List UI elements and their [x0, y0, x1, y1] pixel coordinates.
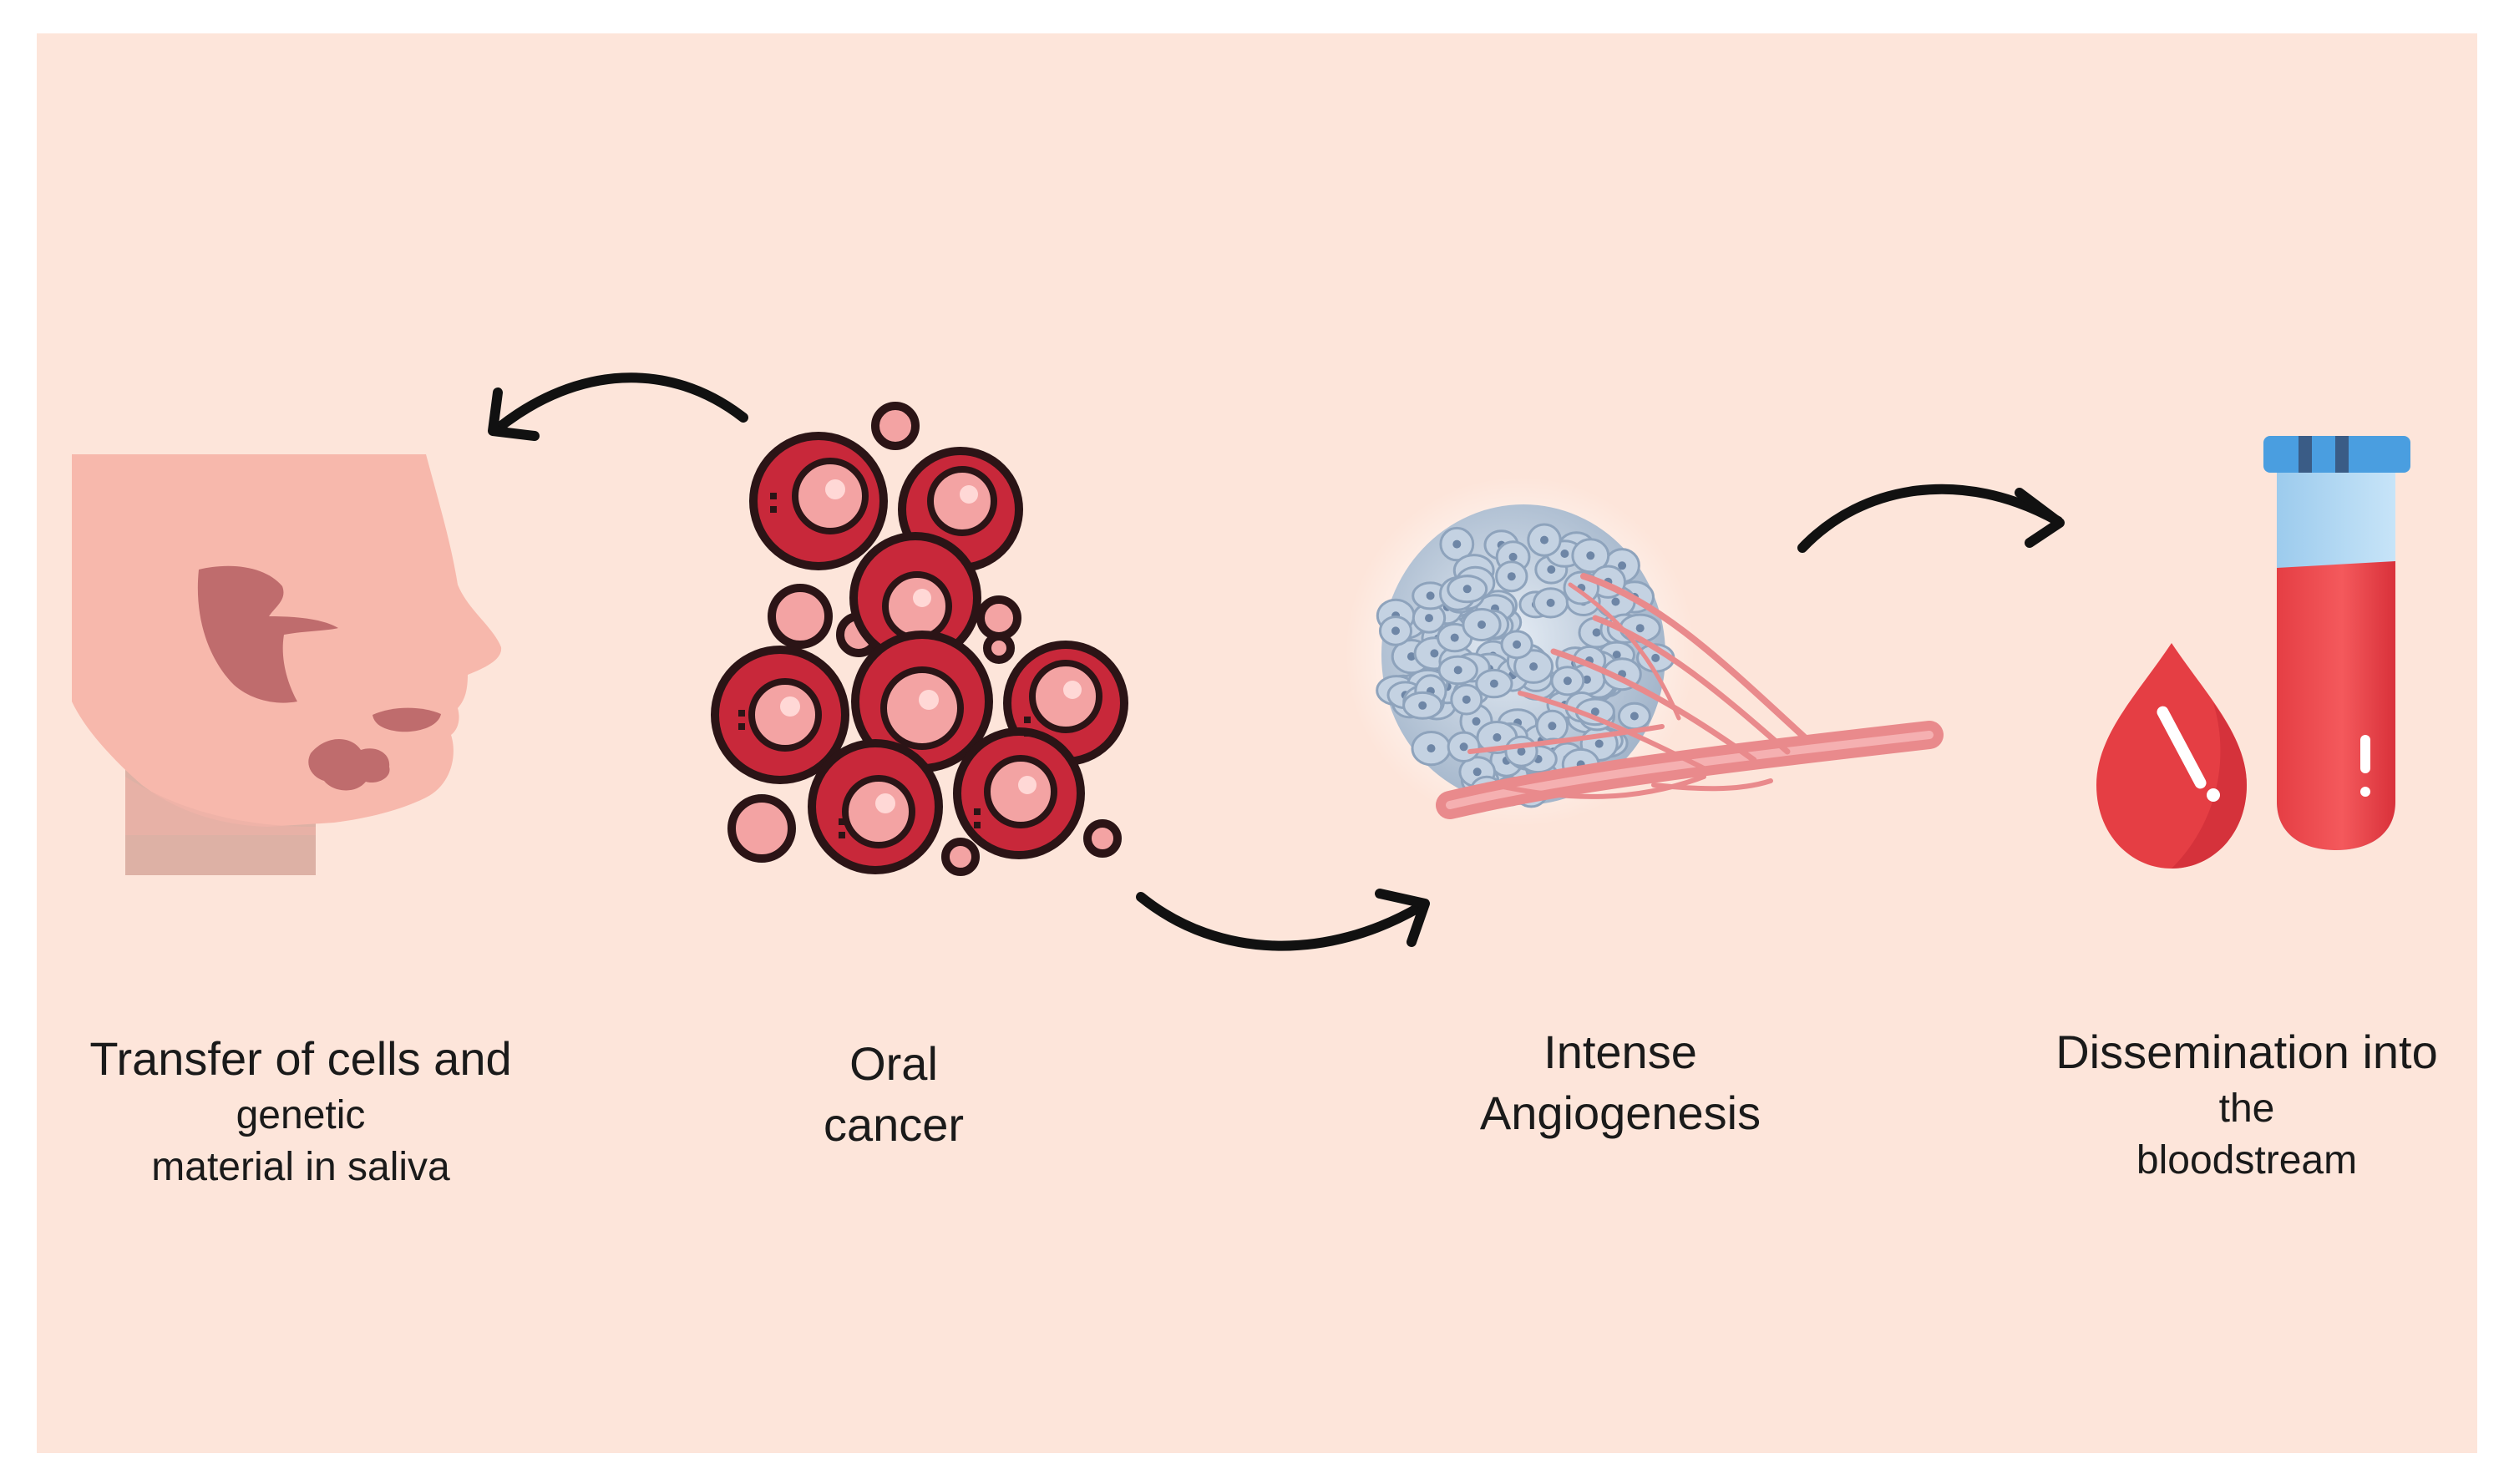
curved-arrow-right-icon: [1136, 889, 1430, 951]
tumor-cell-nucleus: [1493, 733, 1502, 742]
blood-test-tube-icon: [2096, 436, 2410, 869]
tumor-cell-nucleus: [1517, 747, 1526, 756]
tumor-cell-nucleus: [1540, 535, 1548, 544]
cancer-cell: [808, 739, 943, 874]
cancer-cell: [749, 432, 888, 570]
tumor-cell-nucleus: [1611, 597, 1620, 606]
tumor-cell-nucleus: [1450, 633, 1459, 642]
tumor-cell-nucleus: [1426, 591, 1435, 600]
tumor-cell-nucleus: [1546, 598, 1555, 607]
stage-label-saliva: Transfer of cells and genetic material i…: [33, 1029, 568, 1194]
curved-arrow-left-icon: [488, 372, 748, 441]
tumor-cell-nucleus: [1529, 662, 1538, 671]
tumor-blood-vessels-icon: [1345, 476, 1944, 827]
label-line: the: [2218, 1086, 2275, 1131]
stage-label-angiogenesis: Intense Angiogenesis: [1403, 1022, 1837, 1144]
stage-label-oral-cancer: Oral cancer: [752, 1034, 1036, 1156]
small-cell: [727, 794, 796, 863]
tumor-cell-nucleus: [1418, 701, 1427, 710]
small-cell: [983, 632, 1015, 664]
label-line: Intense: [1543, 1026, 1697, 1078]
curved-arrow-right-icon: [1797, 484, 2065, 553]
tumor-cell-nucleus: [1507, 572, 1516, 581]
label-line: Transfer of cells and: [89, 1032, 512, 1085]
tumor-cell-nucleus: [1547, 565, 1556, 574]
tumor-cell-nucleus: [1472, 767, 1482, 777]
cancer-cell: [711, 646, 849, 784]
tumor-cell-nucleus: [1590, 707, 1599, 717]
label-line: Angiogenesis: [1479, 1086, 1761, 1139]
tumor-cell-nucleus: [1459, 742, 1468, 752]
tumor-cell-nucleus: [1594, 739, 1604, 748]
label-line: material in saliva: [151, 1145, 450, 1190]
tumor-cell-nucleus: [1635, 624, 1645, 633]
tumor-cell-nucleus: [1462, 585, 1472, 594]
blood-drop-icon: [2096, 643, 2247, 869]
tumor-cell-nucleus: [1472, 717, 1481, 726]
tumor-cell-nucleus: [1508, 552, 1518, 561]
tumor-cell-nucleus: [1618, 561, 1627, 570]
tumor-cell-nucleus: [1592, 628, 1601, 637]
label-line: genetic: [236, 1092, 366, 1137]
tumor-cell-nucleus: [1430, 649, 1439, 658]
tumor-cell-nucleus: [1612, 651, 1621, 660]
cancer-cell: [953, 727, 1085, 859]
tumor-cell-nucleus: [1630, 712, 1639, 721]
small-cell: [941, 838, 980, 876]
tumor-cell-nucleus: [1427, 744, 1436, 753]
cancer-cells-icon: [711, 402, 1128, 876]
tumor-cell-nucleus: [1586, 551, 1595, 560]
tumor-cell-nucleus: [1452, 539, 1462, 549]
tumor-cell-nucleus: [1563, 676, 1572, 686]
tumor-cell-nucleus: [1453, 666, 1462, 675]
tumor-cell-nucleus: [1391, 626, 1400, 636]
label-line: Dissemination into: [2055, 1026, 2438, 1078]
tumor-cell-nucleus: [1651, 653, 1660, 662]
cancer-cell: [849, 532, 981, 664]
face-profile-icon: [72, 454, 502, 875]
small-cell: [768, 584, 833, 649]
tumor-cell-nucleus: [1462, 695, 1471, 704]
tumor-cell-nucleus: [1477, 620, 1486, 629]
cancer-cell: [851, 631, 993, 772]
stage-label-bloodstream: Dissemination into the bloodstream: [2021, 1022, 2472, 1188]
small-cell: [976, 595, 1021, 641]
test-tube-icon: [2263, 436, 2410, 850]
tumor-cell-nucleus: [1489, 679, 1498, 688]
label-line: cancer: [823, 1097, 965, 1151]
tumor-cell-nucleus: [1583, 675, 1591, 684]
tumor-cell-nucleus: [1548, 722, 1557, 731]
small-cell: [871, 402, 920, 450]
label-line: bloodstream: [2136, 1138, 2358, 1183]
small-cell: [1083, 819, 1122, 858]
tumor-cell-nucleus: [1407, 652, 1416, 661]
tumor-cell-nucleus: [1425, 614, 1433, 623]
tumor-cell-nucleus: [1560, 550, 1569, 558]
label-line: Oral: [849, 1037, 938, 1090]
tumor-cell-nucleus: [1513, 640, 1522, 649]
